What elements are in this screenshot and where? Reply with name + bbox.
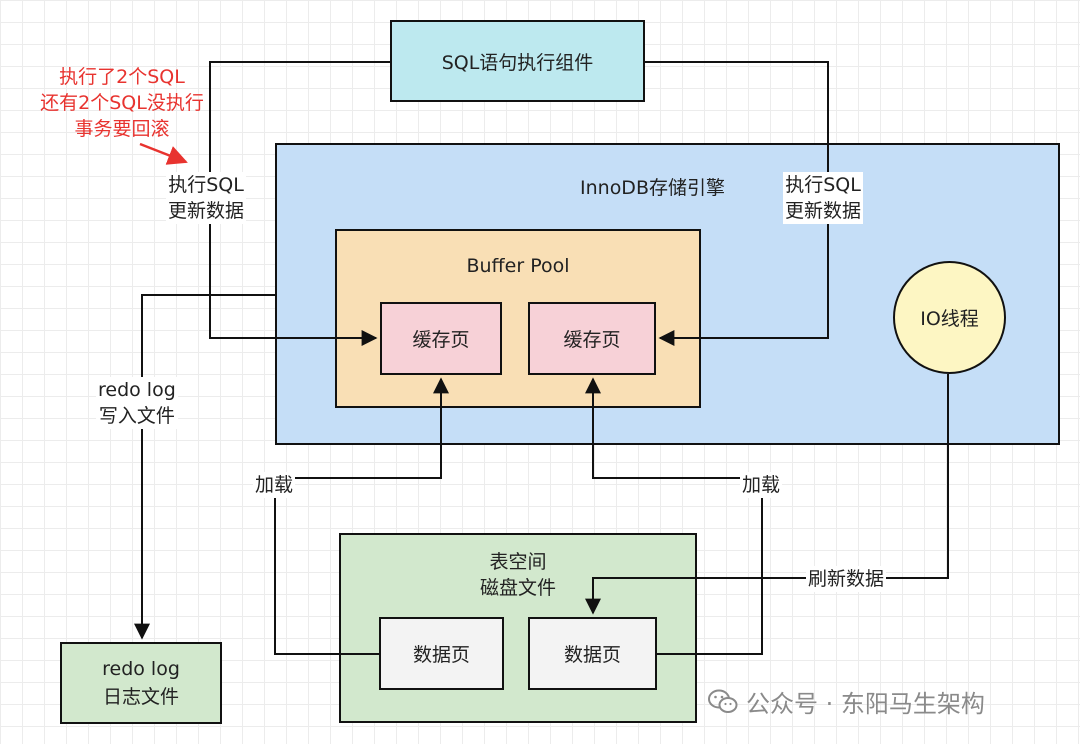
exec-sql-left-label: 执行SQL 更新数据 [166,172,247,224]
exec-sql-right-label: 执行SQL 更新数据 [783,172,864,224]
innodb-title: InnoDB存储引擎 [580,177,725,199]
data-page-left: 数据页 [379,617,504,690]
load-right-line [585,377,763,655]
redo-write-label: redo log 写入文件 [96,377,178,429]
cache-page-right: 缓存页 [528,302,656,375]
sql-execution-component: SQL语句执行组件 [390,20,645,102]
annotation-arrow [139,142,188,165]
watermark-text: 公众号 · 东阳马生架构 [746,690,985,718]
io-thread: IO线程 [893,261,1006,374]
load-right-label: 加载 [740,472,783,498]
data-page-right: 数据页 [528,617,657,690]
watermark: 公众号 · 东阳马生架构 [708,684,985,719]
buffer-pool-title: Buffer Pool [466,255,570,277]
redo-log-file: redo log 日志文件 [60,642,222,724]
load-left-label: 加载 [253,472,296,498]
tablespace-title: 表空间 磁盘文件 [479,551,556,599]
wechat-icon [708,689,738,713]
cache-page-left: 缓存页 [380,302,502,375]
redo-write-line [134,294,275,640]
load-left-line [274,377,449,655]
flush-data-label: 刷新数据 [806,566,887,592]
rollback-annotation: 执行了2个SQL 还有2个SQL没执行 事务要回滚 [40,66,204,140]
flush-line [585,374,949,615]
